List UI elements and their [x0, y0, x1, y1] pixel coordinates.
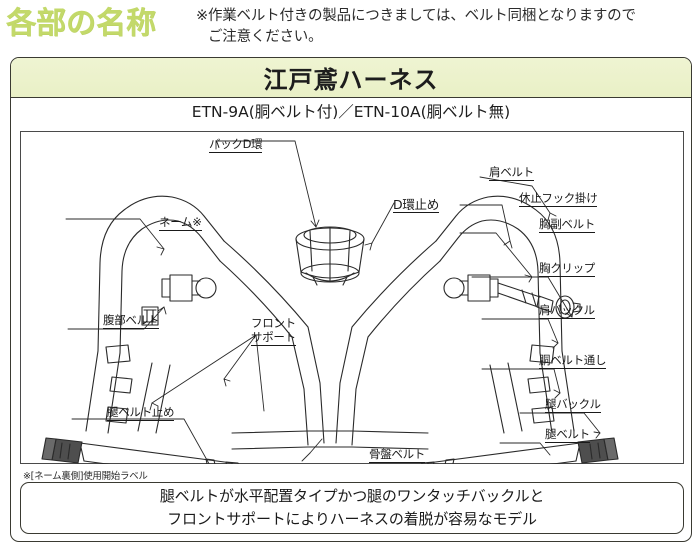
label-pelvic-belt: 骨盤ベルト: [369, 447, 425, 463]
summary-line1: 腿ベルトが水平配置タイプかつ腿のワンタッチバックルと: [159, 487, 545, 505]
diagram-frame: [20, 131, 684, 464]
model-number-line: ETN-9A(胴ベルト付)／ETN-10A(胴ベルト無): [191, 103, 511, 121]
product-panel: 江戸鳶ハーネス ETN-9A(胴ベルト付)／ETN-10A(胴ベルト無): [10, 57, 692, 542]
label-torso-belt-loop: 胴ベルト通し: [539, 353, 607, 369]
label-shoulder-buckle: 肩バックル: [539, 303, 595, 319]
header-note-line1: ※作業ベルト付きの製品につきましては、ベルト同梱となりますので: [196, 8, 636, 24]
label-back-d-ring: バックD環: [209, 137, 263, 153]
header-note-line2: ご注意ください。: [208, 29, 323, 45]
section-title: 各部の名称: [6, 6, 156, 41]
label-thigh-belt: 腿ベルト: [545, 427, 590, 443]
label-front-support-line2: サポート: [251, 330, 296, 346]
label-chest-clip: 胸クリップ: [539, 261, 595, 277]
panel-title: 江戸鳶ハーネス: [263, 66, 439, 94]
label-thigh-belt-stopper: 腿ベルト止め: [107, 405, 175, 421]
page-header: 各部の名称 ※作業ベルト付きの製品につきましては、ベルト同梱となりますので ご注…: [0, 0, 700, 56]
summary-line2: フロントサポートによりハーネスの着脱が容易なモデル: [167, 510, 537, 528]
summary-box: 腿ベルトが水平配置タイプかつ腿のワンタッチバックルと フロントサポートによりハー…: [20, 482, 684, 534]
label-chest-sub-belt: 胸副ベルト: [539, 217, 595, 233]
label-abdominal-belt: 腹部ベルト: [103, 313, 159, 329]
harness-diagram: [41, 140, 619, 464]
header-note: ※作業ベルト付きの製品につきましては、ベルト同梱となりますので ご注意ください。: [196, 6, 696, 48]
label-d-ring-stopper: D環止め: [393, 197, 439, 213]
label-rest-hook-hanger: 休止フック掛け: [519, 191, 598, 207]
footnote: ※[ネーム裏側]使用開始ラベル: [23, 471, 148, 482]
panel-title-band: 江戸鳶ハーネス: [11, 58, 691, 98]
label-front-support: フロント サポート: [251, 316, 296, 346]
label-shoulder-belt: 肩ベルト: [489, 165, 534, 181]
label-front-support-line1: フロント: [251, 316, 296, 330]
label-name: ネーム※: [159, 215, 202, 231]
label-thigh-buckle: 腿バックル: [545, 397, 601, 413]
